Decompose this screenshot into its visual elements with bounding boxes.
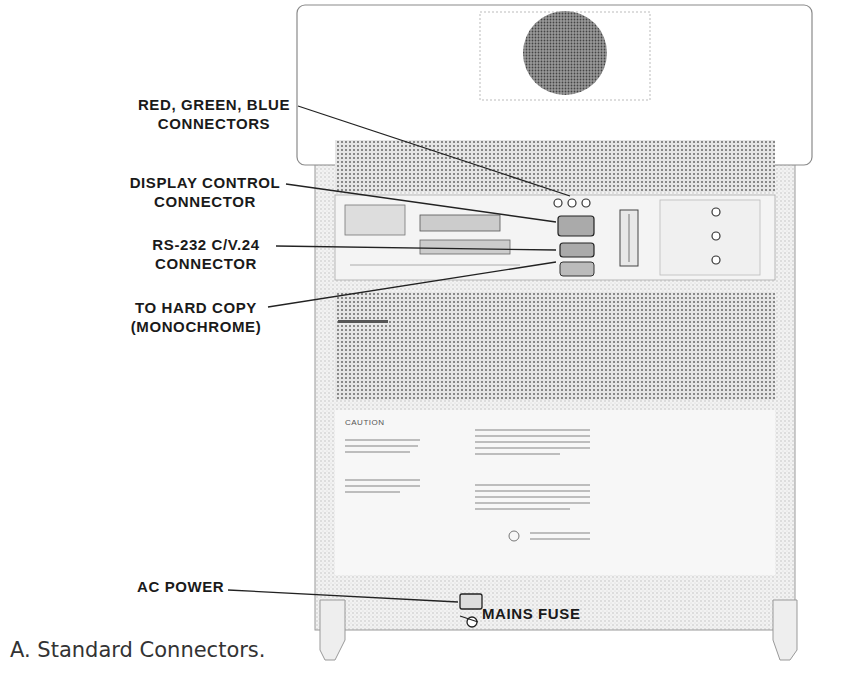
figure-caption: A. Standard Connectors. — [10, 638, 266, 662]
warning-text: CAUTION — [345, 418, 385, 427]
callout-label: AC POWER — [137, 577, 224, 596]
callout-label: DISPLAY CONTROL CONNECTOR — [120, 173, 290, 211]
callout-label: RED, GREEN, BLUE CONNECTORS — [129, 95, 299, 133]
callout-label: MAINS FUSE — [482, 604, 581, 623]
callout-label: TO HARD COPY (MONOCHROME) — [111, 298, 281, 336]
callout-label: RS-232 C/V.24 CONNECTOR — [121, 235, 291, 273]
